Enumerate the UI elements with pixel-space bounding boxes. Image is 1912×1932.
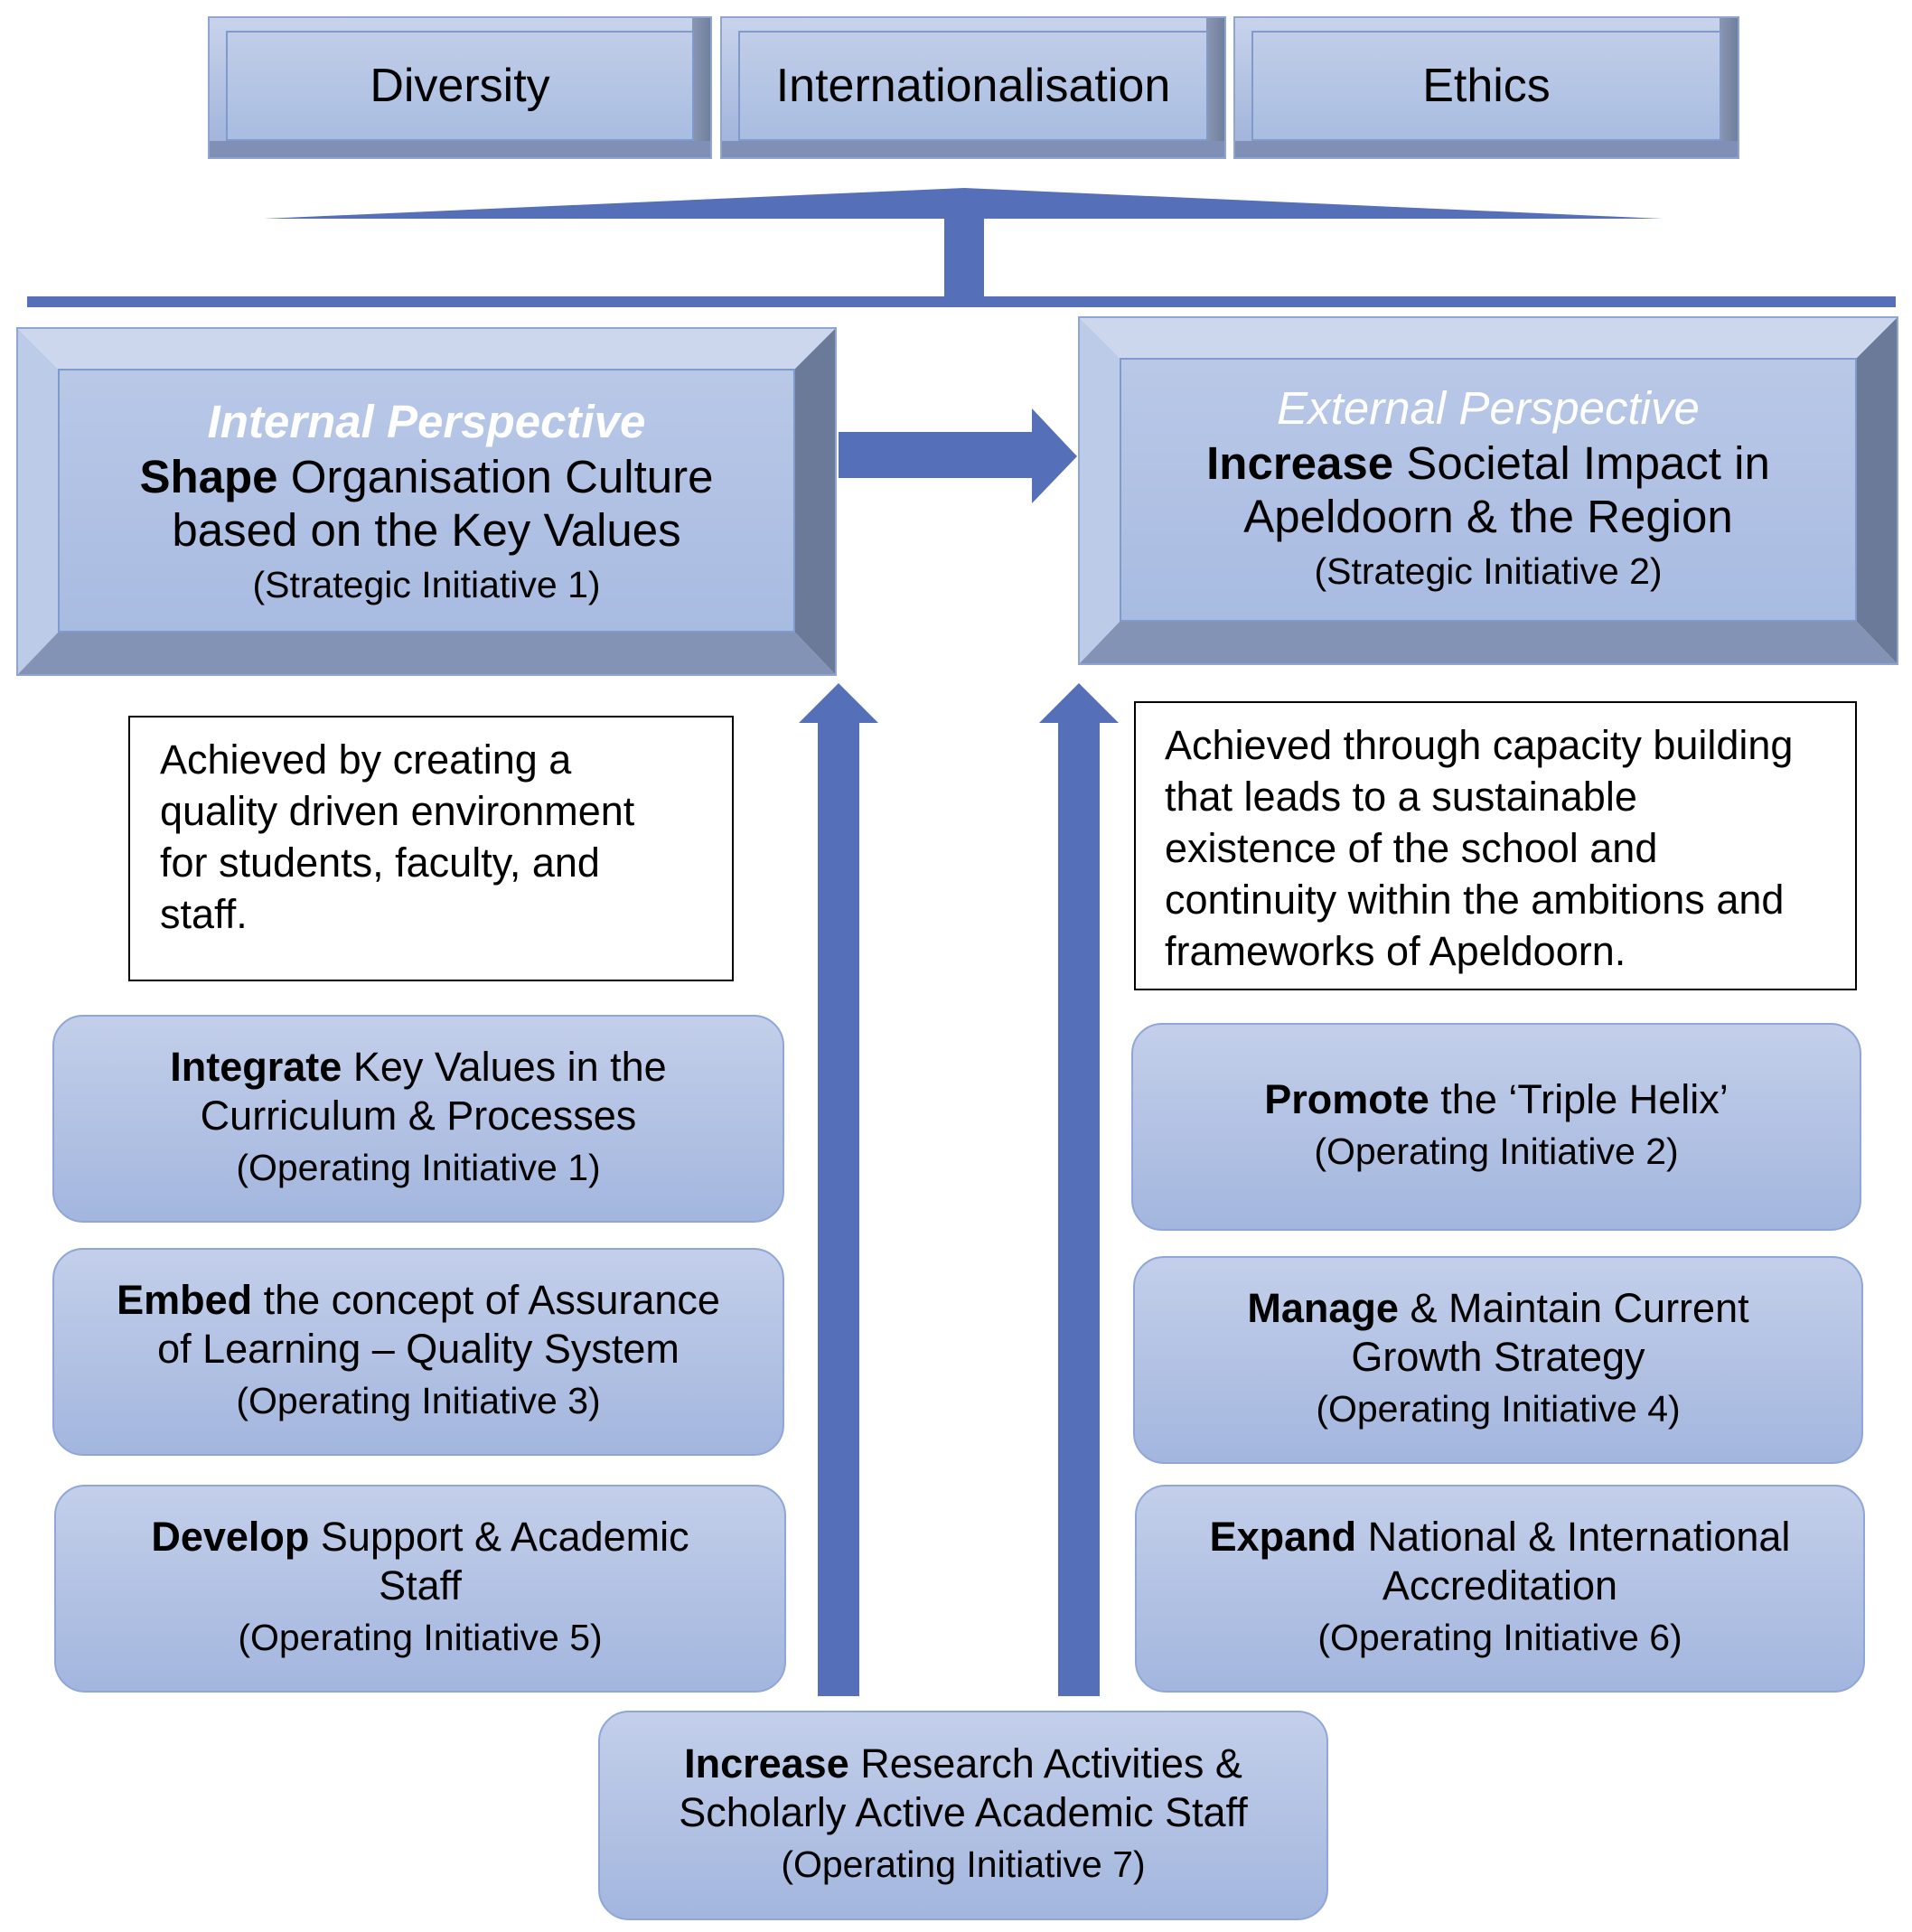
note-line: frameworks of Apeldoorn. — [1165, 928, 1626, 974]
op-line2: Curriculum & Processes — [200, 1093, 637, 1139]
strategic-line2: Apeldoorn & the Region — [1243, 491, 1733, 542]
operating-initiative-7: Increase Research Activities & Scholarly… — [598, 1711, 1328, 1920]
up-arrow-left-icon — [799, 683, 878, 1696]
op-initiative-label: (Operating Initiative 1) — [236, 1147, 601, 1188]
strategic-box-internal: Internal Perspective Shape Organisation … — [16, 327, 837, 676]
op-line1: Promote the ‘Triple Helix’ — [1264, 1076, 1729, 1122]
bevel-frame — [16, 327, 837, 676]
value-box-ethics: Ethics — [1233, 16, 1739, 159]
up-arrow-right-icon — [1039, 683, 1119, 1696]
value-box-diversity: Diversity — [208, 16, 712, 159]
operating-initiative-5: Develop Support & Academic Staff (Operat… — [54, 1485, 786, 1693]
op-line1: Integrate Key Values in the — [170, 1044, 667, 1090]
op-initiative-label: (Operating Initiative 3) — [236, 1380, 601, 1421]
op-initiative-label: (Operating Initiative 4) — [1316, 1388, 1681, 1430]
value-label: Diversity — [370, 60, 550, 112]
value-label: Ethics — [1422, 60, 1551, 112]
right-arrow-icon — [839, 408, 1077, 503]
strategic-line1: Shape Organisation Culture — [139, 451, 714, 502]
operating-initiative-3: Embed the concept of Assurance of Learni… — [52, 1248, 784, 1456]
op-line2: Accreditation — [1382, 1562, 1618, 1608]
op-initiative-label: (Operating Initiative 5) — [238, 1617, 603, 1658]
operating-initiative-4: Manage & Maintain Current Growth Strateg… — [1133, 1256, 1863, 1464]
value-box-internationalisation: Internationalisation — [720, 16, 1226, 159]
strategic-line2: based on the Key Values — [172, 504, 681, 556]
operating-initiative-1: Integrate Key Values in the Curriculum &… — [52, 1015, 784, 1223]
note-line: Achieved by creating a — [160, 736, 572, 783]
horizontal-bar — [27, 296, 1896, 307]
note-line: that leads to a sustainable — [1165, 774, 1637, 820]
op-line1: Embed the concept of Assurance — [117, 1277, 720, 1323]
bevel-frame — [1078, 316, 1898, 665]
operating-initiative-2: Promote the ‘Triple Helix’ (Operating In… — [1131, 1023, 1861, 1231]
op-initiative-label: (Operating Initiative 6) — [1317, 1617, 1682, 1658]
op-line2: Staff — [379, 1562, 462, 1608]
op-line1: Expand National & International — [1209, 1514, 1791, 1560]
note-line: staff. — [160, 891, 248, 937]
note-line: quality driven environment — [160, 788, 635, 834]
note-external: Achieved through capacity building that … — [1134, 701, 1857, 990]
note-line: Achieved through capacity building — [1165, 722, 1794, 768]
strategic-initiative-label: (Strategic Initiative 2) — [1314, 550, 1663, 592]
op-line2: of Learning – Quality System — [157, 1326, 680, 1372]
op-line2: Growth Strategy — [1351, 1334, 1645, 1380]
perspective-title: Internal Perspective — [207, 396, 646, 447]
strategic-initiative-label: (Strategic Initiative 1) — [252, 564, 601, 605]
value-label: Internationalisation — [775, 60, 1171, 112]
op-line1: Manage & Maintain Current — [1247, 1285, 1749, 1331]
op-initiative-label: (Operating Initiative 2) — [1314, 1130, 1679, 1172]
perspective-title: External Perspective — [1277, 382, 1700, 434]
strategic-box-external: External Perspective Increase Societal I… — [1078, 316, 1898, 665]
values-bracket — [264, 188, 1663, 219]
note-line: for students, faculty, and — [160, 839, 600, 886]
op-line1: Increase Research Activities & — [684, 1740, 1242, 1787]
op-line2: Scholarly Active Academic Staff — [679, 1789, 1248, 1835]
strategic-line1: Increase Societal Impact in — [1206, 437, 1770, 489]
op-line1: Develop Support & Academic — [151, 1514, 689, 1560]
op-initiative-label: (Operating Initiative 7) — [781, 1843, 1146, 1885]
operating-initiative-6: Expand National & International Accredit… — [1135, 1485, 1865, 1693]
note-line: existence of the school and — [1165, 825, 1658, 871]
note-internal: Achieved by creating a quality driven en… — [128, 716, 734, 981]
note-line: continuity within the ambitions and — [1165, 877, 1785, 923]
bracket-stem — [944, 215, 984, 300]
